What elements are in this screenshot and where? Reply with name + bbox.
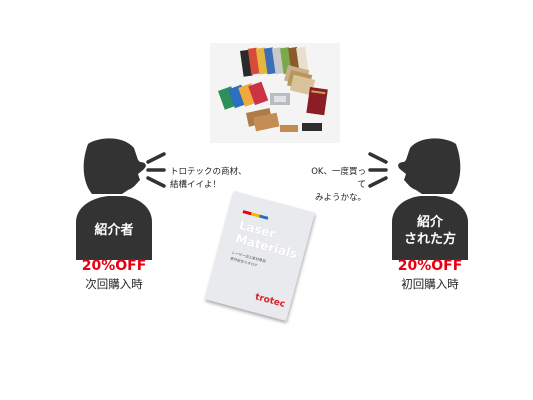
- referee-speech-line2: みようかな。: [314, 193, 366, 203]
- catalog-cover: Laser Materials レーザー加工素材専用 素材総合カタログ trot…: [204, 191, 316, 321]
- referee-label-line1: 紹介: [416, 215, 443, 230]
- referrer-speech-line1: トロテックの商材、: [170, 167, 247, 177]
- referee-speech-lines: [366, 150, 390, 190]
- product-samples-photo: [210, 43, 340, 143]
- referrer-speech-lines: [144, 150, 168, 190]
- referee-label-line2: された方: [403, 232, 456, 247]
- referee-silhouette: [382, 136, 478, 260]
- referrer-silhouette: [66, 136, 162, 260]
- referrer-timing: 次回購入時: [85, 277, 143, 291]
- referee-speech-line1: OK、一度買って: [311, 167, 366, 190]
- referrer-discount: 20%OFF: [81, 258, 147, 274]
- referee-discount: 20%OFF: [397, 258, 463, 274]
- referrer-speech: トロテックの商材、 結構イイよ！: [170, 166, 247, 192]
- referrer-speech-line2: 結構イイよ！: [170, 180, 222, 190]
- referee-speech: OK、一度買って みようかな。: [306, 166, 366, 205]
- catalog-brand: trotec: [253, 292, 287, 310]
- referee-timing: 初回購入時: [401, 277, 459, 291]
- referrer-label: 紹介者: [94, 223, 134, 238]
